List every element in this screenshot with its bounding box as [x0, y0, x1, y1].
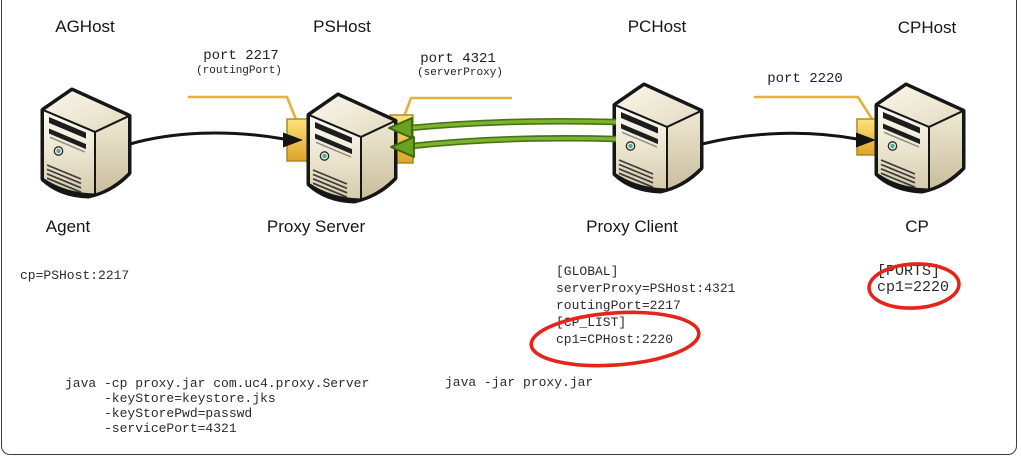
red-highlight-circle-cplist	[529, 310, 701, 368]
port-callout-label-2217: port 2217	[203, 48, 279, 64]
config-text-proxy-client: [GLOBAL] serverProxy=PSHost:4321 routing…	[556, 264, 736, 347]
red-highlight-circle-ports	[867, 262, 961, 310]
arrow-proxyclient-to-cp	[701, 131, 858, 146]
config-text-agent: cp=PSHost:2217	[20, 268, 130, 283]
arrowhead-proxyclient-to-cp	[856, 132, 876, 148]
callout-line-port-4321	[401, 96, 512, 120]
arrow-agent-to-proxyserver	[129, 131, 285, 146]
arrowhead-agent-to-proxyserver	[283, 132, 303, 148]
port-callout-label-4321: port 4321	[420, 51, 496, 67]
role-label-cp: CP	[905, 217, 929, 236]
hostname-label-aghost: AGHost	[55, 17, 115, 36]
arrow-proxyclient-to-proxyserver-bottom	[390, 135, 617, 158]
hostname-label-pshost: PSHost	[313, 17, 371, 36]
callout-line-port-2220	[754, 95, 874, 120]
port-callout-label-2220: port 2220	[767, 71, 843, 87]
hostname-label-cphost: CPHost	[897, 18, 957, 37]
port-callout-sublabel-4321: (serverProxy)	[417, 67, 503, 79]
callout-line-port-2217	[188, 95, 299, 123]
command-text-proxy-server: java -cp proxy.jar com.uc4.proxy.Server …	[65, 376, 370, 436]
role-label-agent: Agent	[45, 217, 91, 236]
port-callout-sublabel-2217: (routingPort)	[196, 65, 282, 77]
arrow-proxyclient-to-proxyserver-top	[388, 117, 617, 139]
hostname-label-pchost: PCHost	[627, 17, 687, 36]
command-text-proxy-client: java -jar proxy.jar	[445, 375, 594, 390]
role-label-proxy-server: Proxy Server	[266, 217, 366, 236]
role-label-proxy-client: Proxy Client	[586, 217, 678, 236]
